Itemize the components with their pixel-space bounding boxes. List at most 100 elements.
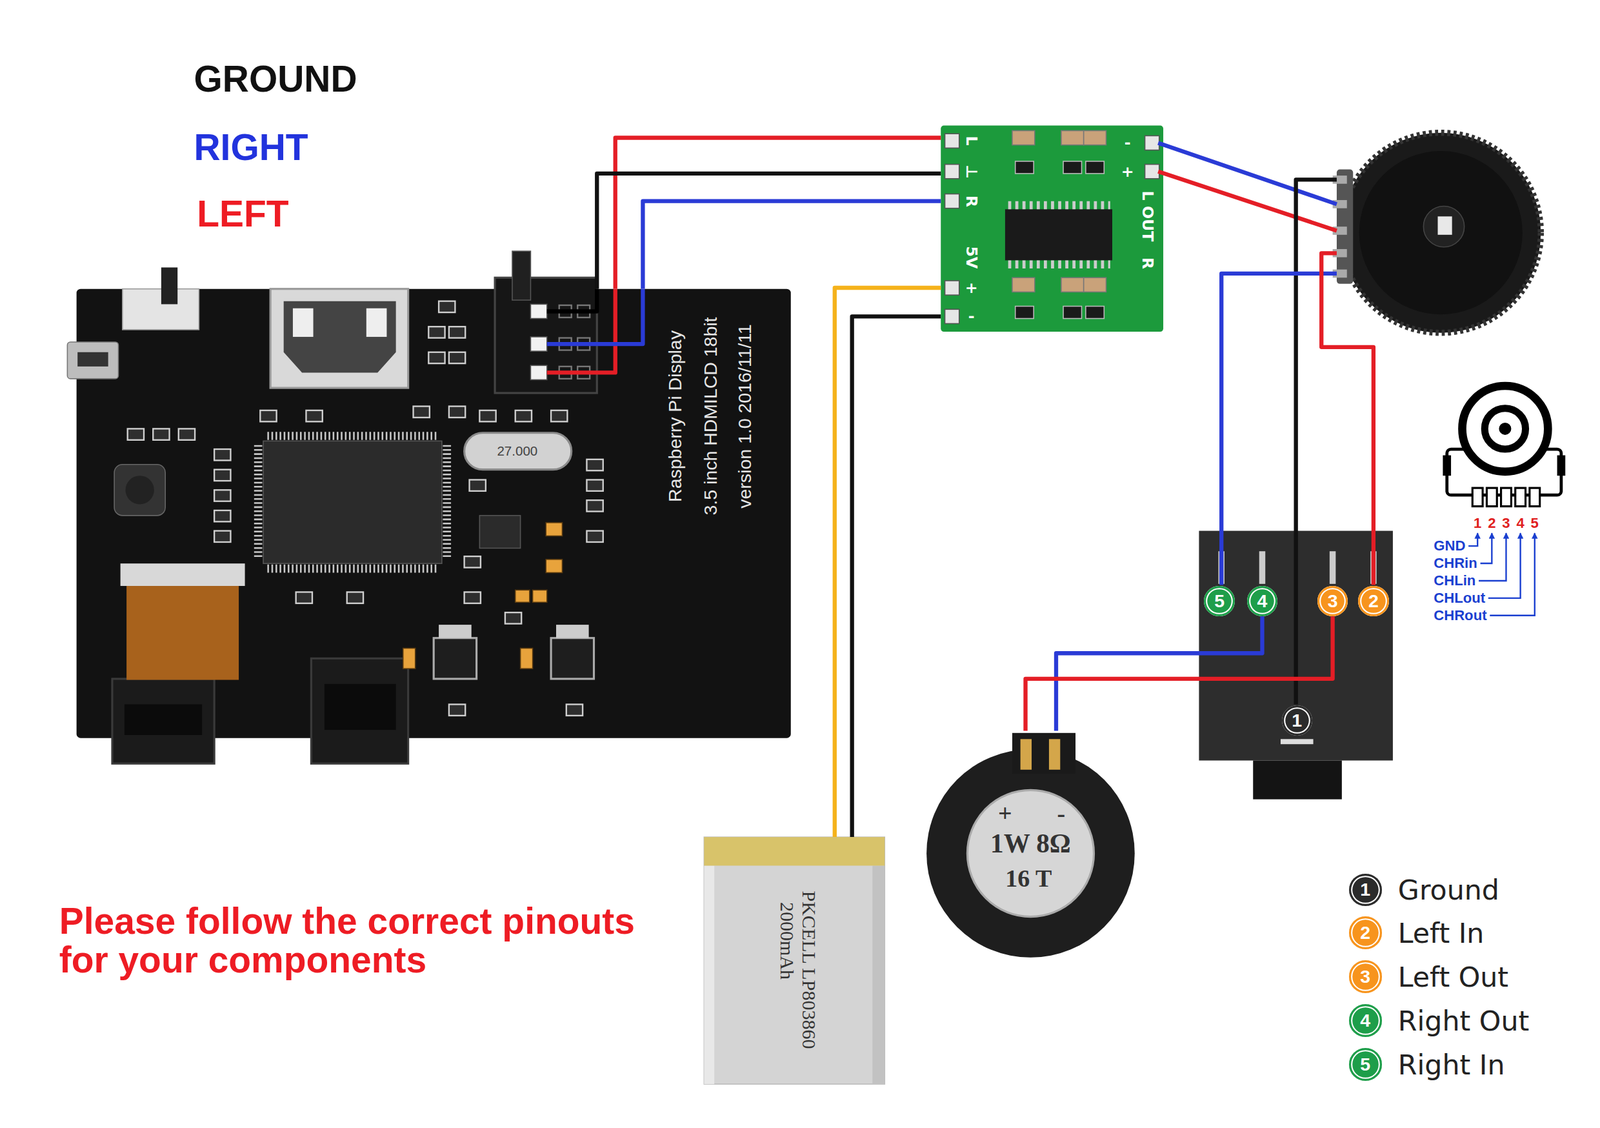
display-board-part-part — [214, 510, 231, 522]
display-board-part — [161, 267, 178, 304]
speaker-marking: 16 T — [1005, 865, 1052, 892]
pin-label: R — [963, 194, 980, 207]
potentiometer-pinout-figure-part — [1484, 408, 1526, 450]
potentiometer-pinout-figure-part — [1557, 455, 1566, 477]
header-wires-part — [547, 289, 616, 373]
audio-jack-part-part — [1329, 550, 1336, 584]
amplifier-board-part — [945, 133, 1160, 324]
pin-name: CHLin — [1433, 572, 1476, 588]
pin-label: + — [965, 280, 979, 297]
display-board-part — [254, 445, 263, 560]
speaker-marking: - — [1057, 800, 1066, 827]
display-board-part-part — [469, 479, 486, 491]
display-board-part-part — [438, 301, 455, 313]
pin-number: 3 — [1327, 591, 1339, 611]
wire — [596, 173, 941, 290]
display-board-part-part — [586, 500, 603, 511]
display-board-part — [512, 250, 531, 300]
amplifier-board-part-part — [1085, 161, 1104, 174]
wire-color-key: GROUND — [194, 60, 358, 99]
leader-arrow — [1478, 532, 1506, 581]
wire — [834, 287, 941, 837]
display-board-part-part — [545, 559, 562, 573]
display-board-part-part — [403, 648, 416, 670]
display-board-part — [122, 289, 200, 330]
pin-label: - — [968, 308, 975, 325]
pin-number: 1 — [1473, 516, 1482, 531]
pin-name: CHRin — [1433, 555, 1478, 571]
display-board-part — [270, 289, 409, 388]
display-board-part — [126, 585, 239, 680]
pin-label: ⊥ — [963, 164, 980, 179]
potentiometer-pinout-figure-part — [1461, 385, 1548, 472]
display-board-part — [112, 678, 215, 764]
pin-number-circle: 5 — [1203, 585, 1235, 617]
display-board-part — [120, 563, 246, 586]
display-board-part — [267, 564, 439, 573]
battery-part — [703, 836, 885, 1084]
amplifier-board-part-part — [1012, 130, 1035, 145]
display-board-part-part — [586, 530, 603, 542]
amplifier-board-part-part — [1015, 306, 1034, 319]
potentiometer-part — [1438, 216, 1453, 235]
speaker-part — [1020, 738, 1032, 770]
display-board-part — [77, 352, 108, 367]
amplifier-board-part-part — [945, 133, 960, 148]
display-board-part — [125, 475, 155, 504]
legend-text: Left Out — [1398, 961, 1509, 991]
amplifier-board: L⊥R5V+--+L OUTR — [940, 125, 1164, 332]
display-board-part-part — [449, 326, 466, 338]
display-board-part-part — [214, 449, 231, 460]
display-board-part-part — [530, 336, 547, 351]
pin-number: 4 — [1257, 591, 1268, 611]
display-board-part — [76, 289, 791, 739]
amplifier-board-part-part — [945, 280, 960, 295]
display-board-part — [433, 638, 477, 679]
leader-arrow — [1489, 532, 1535, 616]
display-board-part-part — [566, 704, 583, 716]
pin-label: 5V — [963, 245, 980, 269]
pin-name: CHLout — [1433, 590, 1486, 606]
leader-arrow — [1468, 532, 1478, 546]
callout-number: 3 — [1360, 967, 1371, 987]
audio-jack-part — [1252, 760, 1342, 800]
display-board-part-part — [428, 326, 445, 338]
amplifier-board-part-part — [1145, 164, 1160, 179]
speaker-part — [926, 749, 1135, 958]
potentiometer-wires — [1158, 142, 1374, 704]
pin-number: 4 — [1516, 516, 1524, 531]
display-board-part-part — [260, 410, 277, 422]
wire-color-key: RIGHT — [194, 128, 309, 168]
potentiometer-pinout-figure-part-part — [1486, 487, 1497, 506]
header-wires — [547, 289, 644, 373]
battery-part — [872, 865, 885, 1084]
display-board-part — [550, 638, 594, 679]
wire — [1056, 616, 1262, 731]
amplifier-board-part — [940, 125, 1164, 333]
display-board-part-part — [347, 592, 364, 604]
note: Please follow the correct pinouts for yo… — [59, 901, 667, 980]
display-board-part — [267, 431, 439, 440]
speaker-marking: 1W 8Ω — [990, 829, 1071, 858]
display-board-part-part — [520, 648, 533, 670]
display-board-part-part — [530, 365, 547, 380]
potentiometer-part — [1336, 169, 1353, 284]
callout-number: 4 — [1360, 1010, 1371, 1031]
amplifier-board — [940, 125, 1164, 333]
amplifier-board-part — [1012, 130, 1107, 292]
display-board-part-part — [127, 428, 144, 440]
display-board-part — [124, 704, 202, 735]
amplifier-board-part-part — [1015, 161, 1034, 174]
amplifier-board-part-part — [945, 309, 960, 324]
amplifier-board-part-part — [945, 164, 960, 179]
wire — [615, 138, 942, 290]
potentiometer-pinout-figure-part — [1498, 422, 1511, 435]
potentiometer — [1332, 132, 1542, 333]
pin-label: L — [963, 136, 980, 146]
display-board-part-part — [479, 410, 496, 422]
display-board-part — [464, 432, 572, 470]
pin-number-circle: 2 — [1358, 585, 1389, 617]
legend-text: Ground — [1398, 875, 1500, 905]
display-board-part-part — [214, 530, 231, 542]
board-marking: 3.5 inch HDMILCD 18bit — [701, 317, 721, 516]
